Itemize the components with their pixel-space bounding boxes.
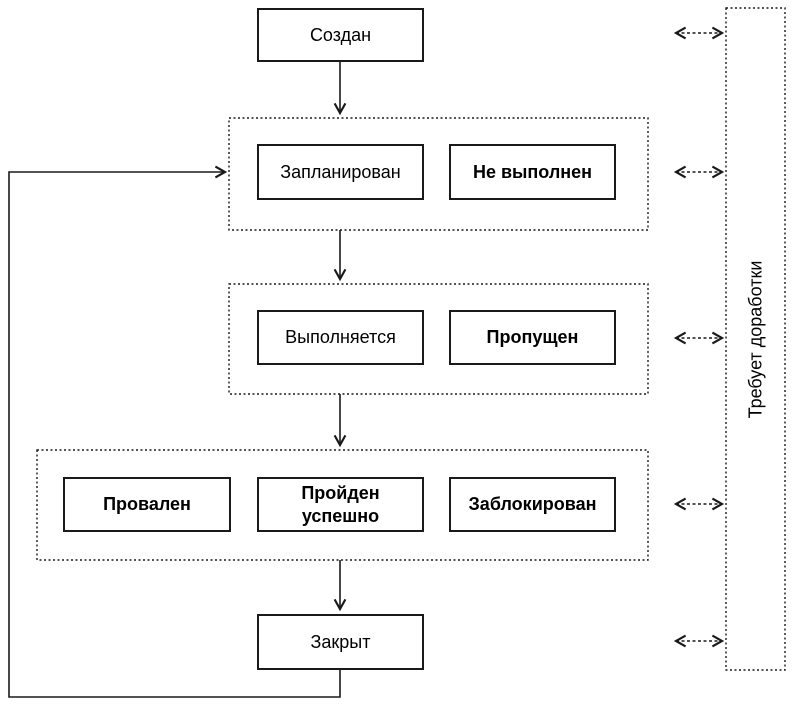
node-closed: Закрыт bbox=[257, 614, 424, 670]
node-blocked: Заблокирован bbox=[449, 477, 616, 532]
node-not-executed-label: Не выполнен bbox=[472, 161, 593, 182]
node-created: Создан bbox=[257, 8, 424, 62]
group-result bbox=[36, 449, 649, 561]
node-not-executed: Не выполнен bbox=[449, 144, 616, 200]
node-blocked-label: Заблокирован bbox=[468, 494, 597, 515]
node-passed-label: Пройден успешно bbox=[301, 483, 380, 526]
edge-closed-planned-loop bbox=[8, 165, 341, 698]
node-failed: Провален bbox=[63, 477, 231, 532]
node-executing: Выполняется bbox=[257, 310, 424, 365]
node-closed-label: Закрыт bbox=[310, 631, 371, 652]
node-failed-label: Провален bbox=[103, 494, 191, 515]
node-planned: Запланирован bbox=[257, 144, 424, 200]
rework-panel-label: Требует доработки bbox=[745, 260, 765, 418]
node-planned-label: Запланирован bbox=[280, 161, 401, 182]
node-executing-label: Выполняется bbox=[285, 327, 396, 348]
node-passed: Пройден успешно bbox=[257, 477, 424, 532]
rework-panel-label-wrap: Требует доработки bbox=[726, 8, 785, 670]
node-skipped-label: Пропущен bbox=[486, 327, 579, 348]
group-in-progress bbox=[228, 283, 649, 395]
node-skipped: Пропущен bbox=[449, 310, 616, 365]
node-created-label: Создан bbox=[309, 24, 372, 45]
